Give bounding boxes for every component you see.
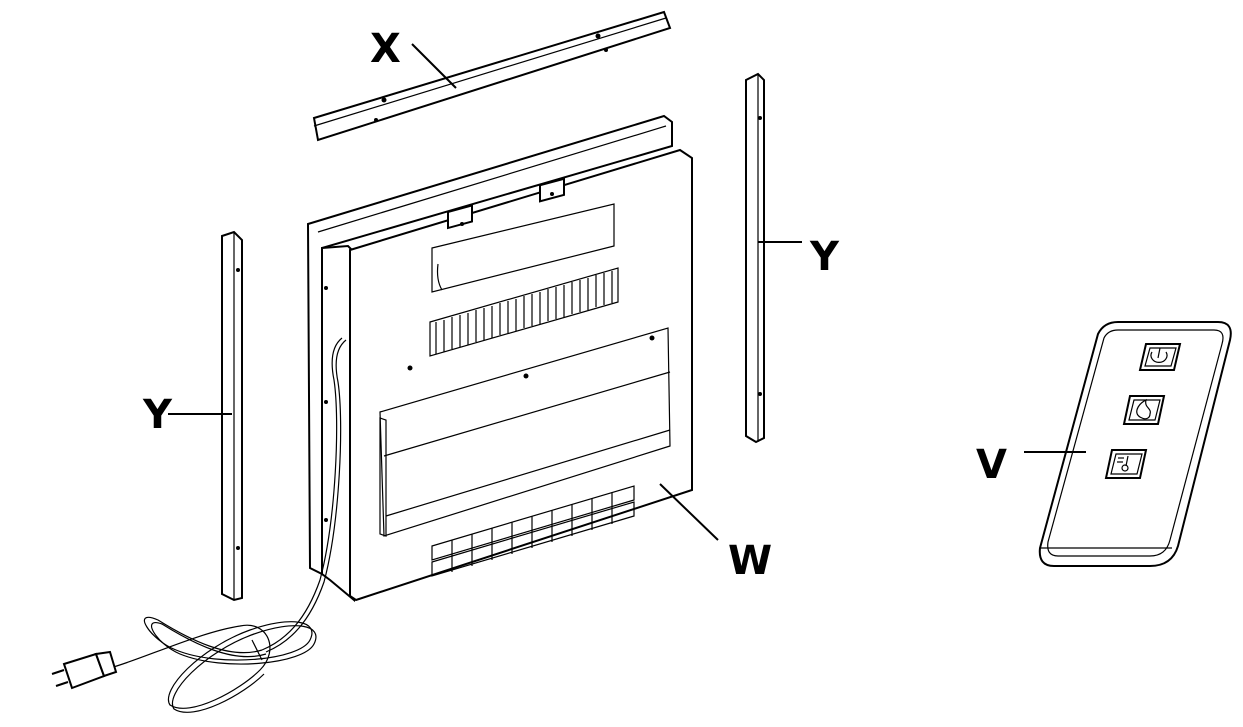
right-trim-y: [745, 72, 765, 444]
left-trim-y: [221, 230, 243, 602]
flame-icon: [1136, 398, 1151, 420]
label-x: X: [370, 26, 401, 72]
label-y-left: Y: [142, 392, 173, 438]
top-bracket-x: [312, 10, 672, 142]
remote-flame-button[interactable]: [1122, 395, 1166, 425]
leader-line-w: [659, 483, 719, 541]
fireplace-unit-w: [306, 114, 693, 603]
top-vent-slats: [435, 271, 613, 354]
remote-temperature-button[interactable]: [1104, 449, 1148, 479]
label-y-right: Y: [809, 234, 840, 280]
thermometer-icon: [1117, 455, 1129, 472]
label-v: V: [976, 442, 1007, 488]
remote-control-v: [1038, 321, 1232, 567]
power-icon: [1150, 347, 1168, 363]
remote-power-button[interactable]: [1138, 343, 1182, 371]
label-w: W: [728, 538, 772, 584]
leader-line-x: [411, 43, 457, 89]
lower-vent-grille: [431, 485, 635, 577]
power-cord: [51, 337, 347, 713]
